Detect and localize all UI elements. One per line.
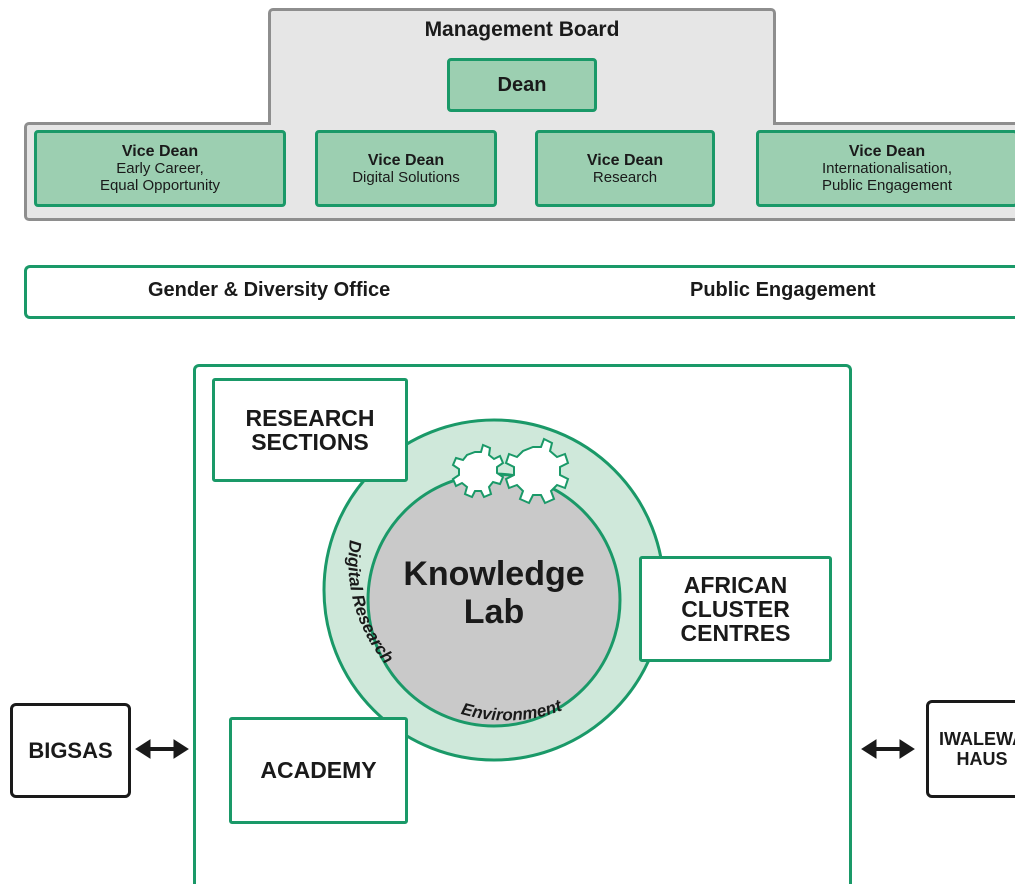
academy-box: ACADEMY: [229, 717, 408, 824]
vice-dean-title: Vice Dean: [367, 151, 445, 169]
vice-dean-line: Public Engagement: [821, 177, 953, 194]
bigsas-box: BIGSAS: [10, 703, 131, 798]
gear-icon: [451, 443, 505, 499]
research-sections-box: RESEARCH SECTIONS: [212, 378, 408, 482]
management-board-title: Management Board: [424, 18, 620, 41]
gender-diversity-office-label: Gender & Diversity Office: [148, 279, 391, 301]
bidirectional-arrow-icon: [135, 739, 189, 759]
vice-dean-digital-solutions: Vice Dean Digital Solutions: [315, 130, 497, 207]
offices-bar: [24, 265, 1015, 319]
vice-dean-line: Internationalisation,: [821, 160, 953, 177]
vice-dean-line: Early Career,: [116, 160, 204, 177]
vice-dean-title: Vice Dean: [121, 143, 199, 160]
african-cluster-centres-box: AFRICAN CLUSTER CENTRES: [639, 556, 832, 662]
gear-icon: [504, 437, 570, 505]
vice-dean-line: Digital Solutions: [352, 168, 460, 186]
dean-box: Dean: [447, 58, 597, 112]
vice-dean-title: Vice Dean: [848, 143, 926, 160]
vice-dean-research: Vice Dean Research: [535, 130, 715, 207]
vice-dean-title: Vice Dean: [586, 151, 664, 169]
iwalewa-haus-box: IWALEWA HAUS: [926, 700, 1015, 798]
bidirectional-arrow-icon: [861, 739, 915, 759]
vice-dean-line: Equal Opportunity: [99, 177, 221, 194]
vice-dean-early-career: Vice Dean Early Career, Equal Opportunit…: [34, 130, 286, 207]
main-frame: [193, 364, 852, 884]
knowledge-lab-title: Knowledge Lab: [403, 555, 585, 631]
vice-dean-line: Research: [592, 168, 658, 186]
public-engagement-label: Public Engagement: [690, 279, 876, 301]
knowledge-lab-diagram: Digital Research Environment: [322, 418, 666, 762]
vice-dean-internationalisation: Vice Dean Internationalisation, Public E…: [756, 130, 1015, 207]
